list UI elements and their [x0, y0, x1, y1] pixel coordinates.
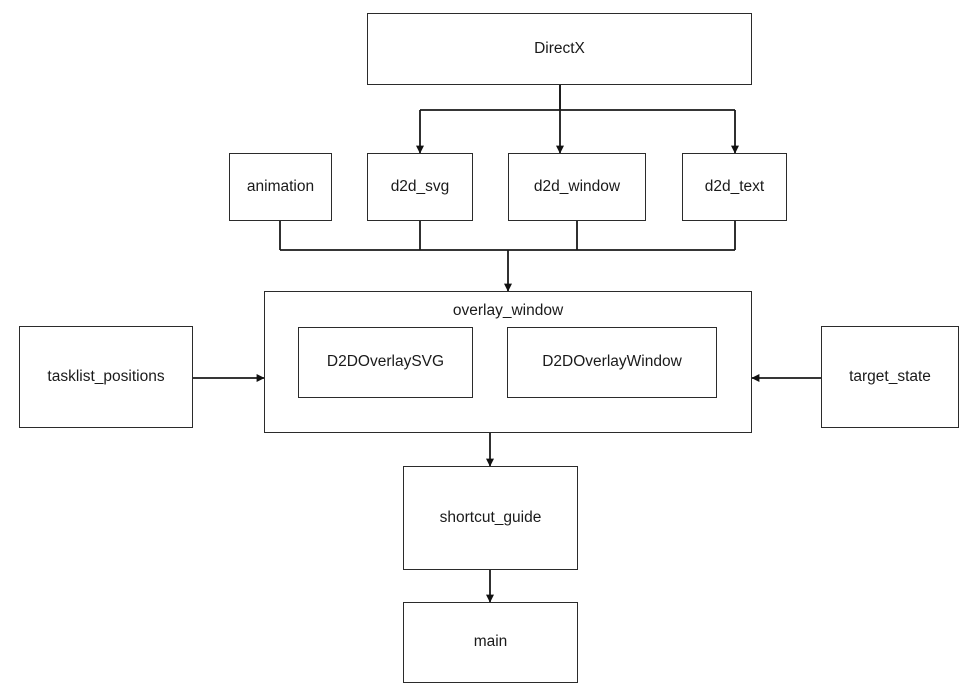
node-shortcut-guide[interactable]: shortcut_guide	[403, 466, 578, 570]
node-d2doverlaywindow[interactable]: D2DOverlayWindow	[507, 327, 717, 398]
node-animation[interactable]: animation	[229, 153, 332, 221]
node-d2d-text[interactable]: d2d_text	[682, 153, 787, 221]
node-d2d-svg[interactable]: d2d_svg	[367, 153, 473, 221]
node-overlay-window-label: overlay_window	[452, 302, 564, 319]
node-overlay-window[interactable]: overlay_window	[264, 291, 752, 433]
node-directx[interactable]: DirectX	[367, 13, 752, 85]
node-target-state[interactable]: target_state	[821, 326, 959, 428]
node-main-label: main	[473, 633, 508, 651]
node-d2doverlaysvg-label: D2DOverlaySVG	[326, 353, 445, 371]
node-animation-label: animation	[246, 177, 315, 195]
node-d2doverlaysvg[interactable]: D2DOverlaySVG	[298, 327, 473, 398]
node-shortcut-guide-label: shortcut_guide	[439, 508, 542, 526]
node-tasklist-positions[interactable]: tasklist_positions	[19, 326, 193, 428]
node-main[interactable]: main	[403, 602, 578, 683]
node-d2d-window-label: d2d_window	[533, 177, 621, 195]
node-target-state-label: target_state	[849, 367, 931, 385]
node-d2doverlaywindow-label: D2DOverlayWindow	[542, 353, 682, 371]
node-d2d-window[interactable]: d2d_window	[508, 153, 646, 221]
node-d2d-text-label: d2d_text	[704, 177, 765, 195]
node-directx-label: DirectX	[534, 39, 585, 57]
node-d2d-svg-label: d2d_svg	[390, 177, 450, 195]
node-tasklist-positions-label: tasklist_positions	[47, 367, 165, 385]
